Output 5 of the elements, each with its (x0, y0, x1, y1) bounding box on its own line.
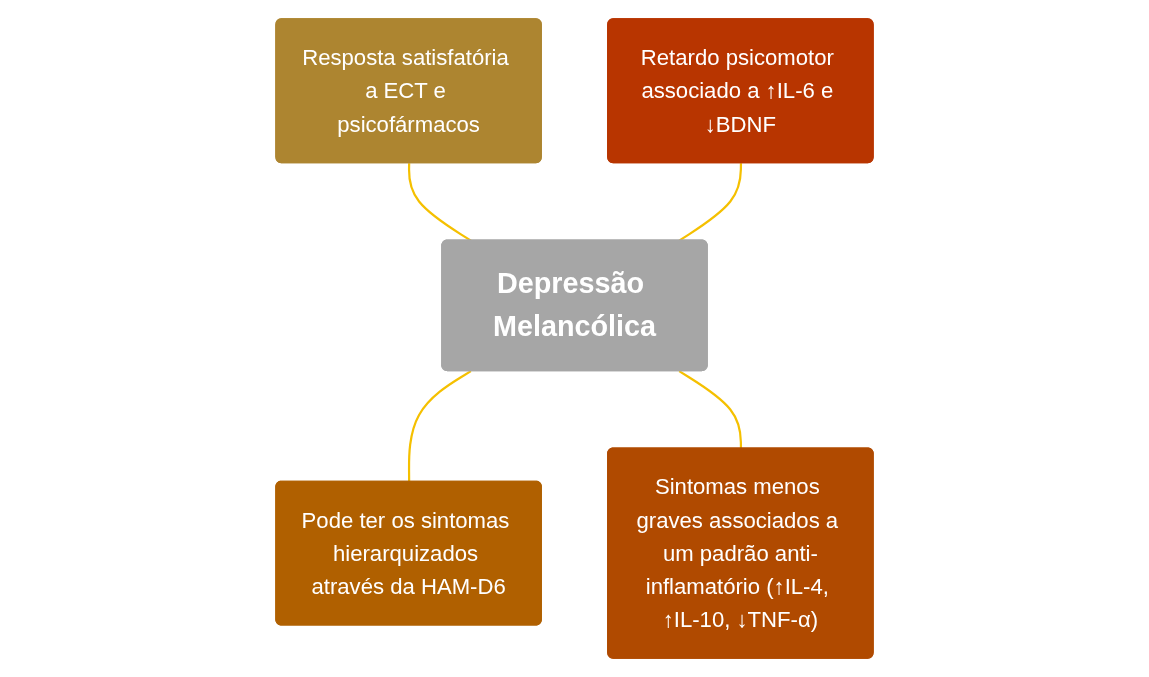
connector (407, 163, 472, 242)
diagram: Resposta satisfatória a ECT e psicofármacos Retardo psicomotor associado a ↑IL-6 e ↓BDNF Depressão Melancólica Pode ter os sintomas hierarquizados através da HAM-D6 Sintomas menos graves associados a um padrão anti-inflamatório (↑IL-4, ↑IL-10, ↓TNF-α) (10, 10, 1139, 667)
connector (407, 370, 472, 482)
connector (678, 370, 743, 449)
connector (678, 163, 743, 242)
